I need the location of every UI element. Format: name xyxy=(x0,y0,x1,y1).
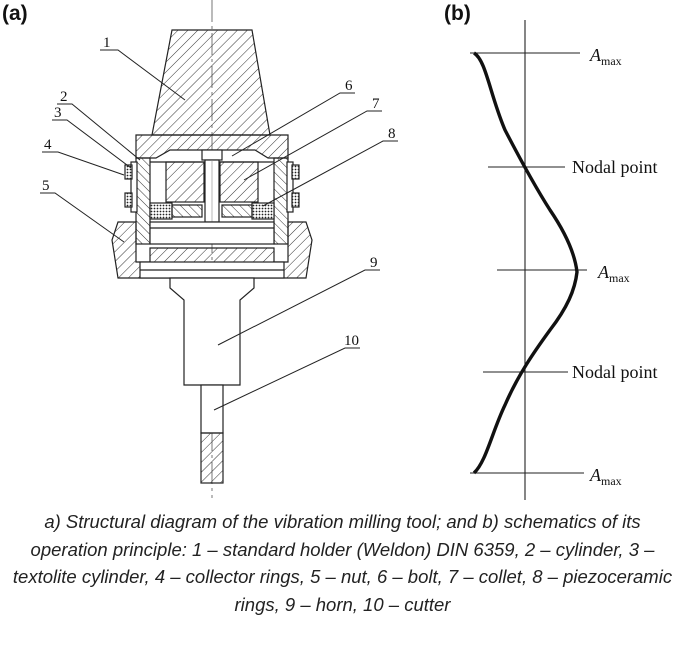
horn xyxy=(169,277,255,386)
figure: (a) (b) xyxy=(2,0,658,500)
part-number-2: 2 xyxy=(60,89,68,105)
panel-a-label: (a) xyxy=(2,2,28,25)
holder-taper xyxy=(151,29,271,136)
part-number-10: 10 xyxy=(344,333,359,349)
part-number-5: 5 xyxy=(42,178,50,194)
piezo-ring-left xyxy=(149,202,173,220)
label-nodal-upper: Nodal point xyxy=(572,157,658,177)
label-amax-bottom: Amax xyxy=(589,465,622,488)
part-number-9: 9 xyxy=(370,255,378,271)
figure-caption: a) Structural diagram of the vibration m… xyxy=(12,511,673,615)
bolt-head xyxy=(201,149,223,161)
collector-ring-left-2 xyxy=(124,192,133,208)
collector-ring-left-1 xyxy=(124,164,133,180)
piezo-ring-center-left xyxy=(171,204,203,218)
cylinder-right xyxy=(273,157,289,245)
textolite-right xyxy=(286,161,294,213)
piezo-ring-center-right xyxy=(221,204,253,218)
amplitude-curve xyxy=(472,51,579,475)
label-nodal-lower: Nodal point xyxy=(572,362,658,382)
cylinder-left xyxy=(135,157,151,245)
part-number-3: 3 xyxy=(54,105,62,121)
part-number-1: 1 xyxy=(103,35,111,51)
part-numbers: 1 2 3 4 5 6 7 8 9 10 xyxy=(42,35,396,349)
piezo-ring-right xyxy=(251,202,275,220)
label-amax-top: Amax xyxy=(589,45,622,68)
part-number-6: 6 xyxy=(345,78,353,94)
collector-ring-right-1 xyxy=(291,164,300,180)
cutter-tip xyxy=(200,432,224,484)
part-number-7: 7 xyxy=(372,96,380,112)
panel-b-label: (b) xyxy=(444,2,471,25)
cutter-shank xyxy=(200,384,224,434)
leader-lines xyxy=(40,49,398,411)
tool-drawing xyxy=(111,0,313,498)
textolite-left xyxy=(130,161,138,213)
wave-schematic: Amax Nodal point Amax Nodal point Amax xyxy=(470,20,658,500)
collet-right xyxy=(219,161,259,203)
label-amax-middle: Amax xyxy=(597,262,630,285)
part-number-4: 4 xyxy=(44,137,52,153)
part-number-8: 8 xyxy=(388,126,396,142)
horn-flange xyxy=(149,221,275,245)
collet-left xyxy=(165,161,205,203)
collector-ring-right-2 xyxy=(291,192,300,208)
